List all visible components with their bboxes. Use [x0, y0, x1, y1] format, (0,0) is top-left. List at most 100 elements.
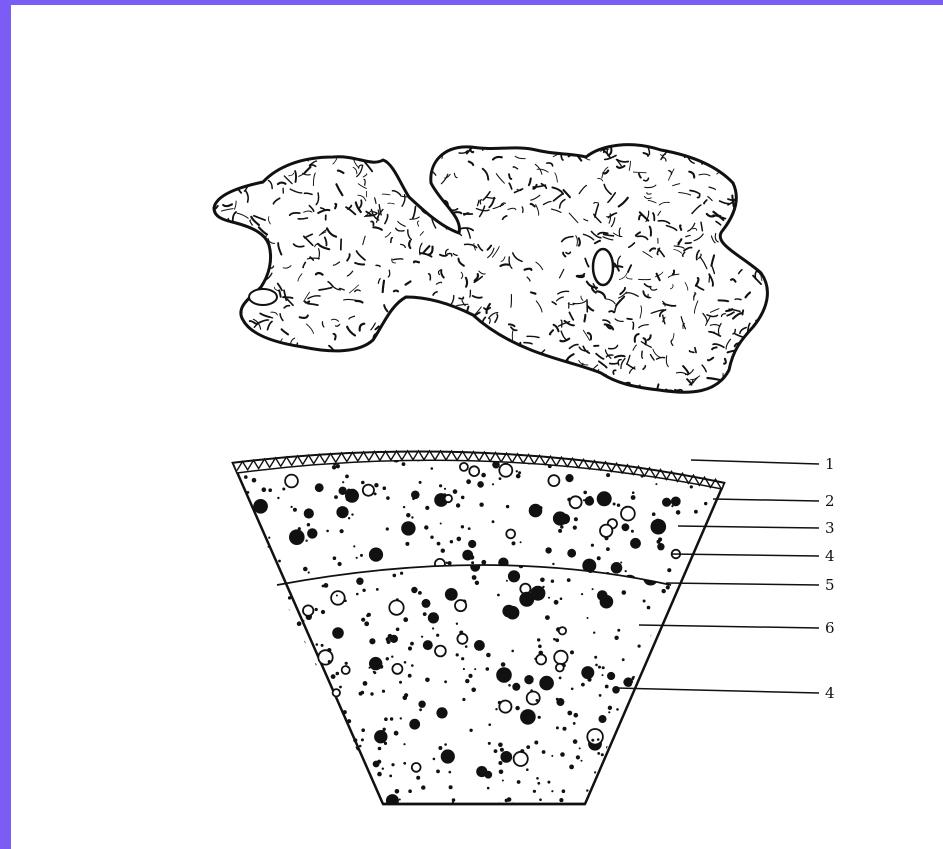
pore-dot — [360, 554, 363, 557]
rock-texture-stroke — [566, 147, 575, 153]
pore-dot — [436, 634, 439, 637]
pore-dot — [324, 583, 329, 588]
label-5: 5 — [825, 576, 835, 594]
rock-texture-stroke — [208, 265, 212, 266]
pore-dot — [444, 680, 447, 683]
pore-dot — [554, 600, 559, 605]
pore-dot — [371, 802, 374, 805]
pore-dot — [330, 722, 334, 726]
pore-dot — [553, 511, 567, 525]
pore-dot — [404, 693, 408, 697]
rock-texture-stroke — [507, 394, 513, 400]
pore-dot — [591, 565, 593, 567]
rock-texture-stroke — [613, 383, 618, 393]
rock-texture-stroke — [667, 399, 669, 405]
pore-dot — [361, 481, 365, 485]
rock-texture-stroke — [206, 372, 212, 382]
rock-texture-stroke — [565, 378, 571, 388]
pore-dot — [494, 749, 498, 753]
pore-dot — [348, 517, 350, 519]
rock-texture-stroke — [379, 338, 389, 342]
pore-dot — [536, 777, 539, 780]
pore-dot — [487, 787, 490, 790]
rock-texture-stroke — [411, 162, 420, 164]
pore-dot — [405, 542, 409, 546]
rock-texture-stroke — [432, 143, 436, 147]
pore-dot — [431, 467, 434, 470]
rock-texture-stroke — [274, 353, 276, 359]
pore-dot — [328, 778, 331, 781]
rock-texture-stroke — [348, 384, 356, 391]
pore-dot — [647, 449, 651, 453]
pore-dot — [625, 730, 628, 733]
pore-dot — [463, 668, 465, 670]
pore-dot — [608, 706, 612, 710]
pore-dot — [366, 781, 370, 785]
pore-dot — [239, 453, 246, 460]
pore-dot — [690, 485, 693, 488]
pore-dot — [297, 633, 300, 636]
pore-dot — [449, 771, 452, 774]
pore-dot — [675, 458, 678, 461]
pore-dot — [316, 643, 319, 646]
pore-dot — [345, 662, 348, 665]
pore-dot — [237, 496, 242, 501]
pore-dot — [296, 642, 298, 644]
pore-dot — [336, 595, 338, 597]
pore-dot — [331, 674, 336, 679]
pore-dot — [384, 717, 388, 721]
rock-texture-stroke — [353, 369, 358, 370]
pore-dot — [278, 560, 281, 563]
pore-dot — [282, 604, 286, 608]
pore-dot — [389, 775, 392, 778]
pore-dot — [301, 641, 306, 646]
pore-dot — [570, 496, 582, 508]
pore-dot — [498, 701, 501, 704]
rock-texture-stroke — [584, 315, 585, 322]
label-4-upper: 4 — [825, 547, 835, 565]
pore-dot — [656, 519, 659, 522]
pore-dot — [468, 527, 471, 530]
rock-texture-stroke — [452, 364, 460, 367]
pore-dot — [605, 685, 609, 689]
pore-dot — [642, 745, 649, 752]
rock-texture-stroke — [531, 292, 535, 293]
rock-texture-stroke — [490, 319, 491, 324]
rock-texture-stroke — [209, 339, 215, 347]
pore-dot — [457, 634, 467, 644]
pore-dot — [508, 684, 511, 687]
rock-texture-stroke — [378, 378, 384, 380]
pore-dot — [334, 495, 338, 499]
pore-dot — [542, 586, 544, 588]
pore-dot — [409, 719, 420, 730]
rock-texture-stroke — [769, 230, 780, 233]
pore-dot — [581, 593, 583, 595]
rock-texture-stroke — [732, 196, 733, 207]
pore-dot — [594, 771, 596, 773]
pore-dot — [492, 520, 495, 523]
pore-dot — [437, 542, 441, 546]
pore-dot — [720, 560, 723, 563]
pore-dot — [511, 650, 514, 653]
pore-dot — [391, 763, 394, 766]
pore-dot — [658, 662, 668, 672]
rock-texture-stroke — [595, 388, 598, 391]
pore-dot — [634, 452, 646, 464]
label-3: 3 — [825, 519, 835, 537]
pore-dot — [583, 499, 585, 501]
rock-texture-stroke — [397, 367, 407, 372]
pore-dot — [268, 546, 270, 548]
pore-dot — [321, 644, 324, 647]
pore-dot — [529, 504, 543, 518]
pore-dot — [621, 507, 635, 521]
rock-texture-stroke — [758, 335, 765, 339]
rock-texture-stroke — [744, 227, 748, 239]
pore-dot — [469, 729, 472, 732]
pore-dot — [625, 570, 627, 572]
rock-texture-stroke — [297, 351, 303, 352]
pore-dot — [315, 608, 318, 611]
label-1: 1 — [825, 455, 835, 473]
rock-texture-stroke — [272, 385, 279, 386]
pore-dot — [400, 717, 402, 719]
pore-dot — [558, 529, 562, 533]
